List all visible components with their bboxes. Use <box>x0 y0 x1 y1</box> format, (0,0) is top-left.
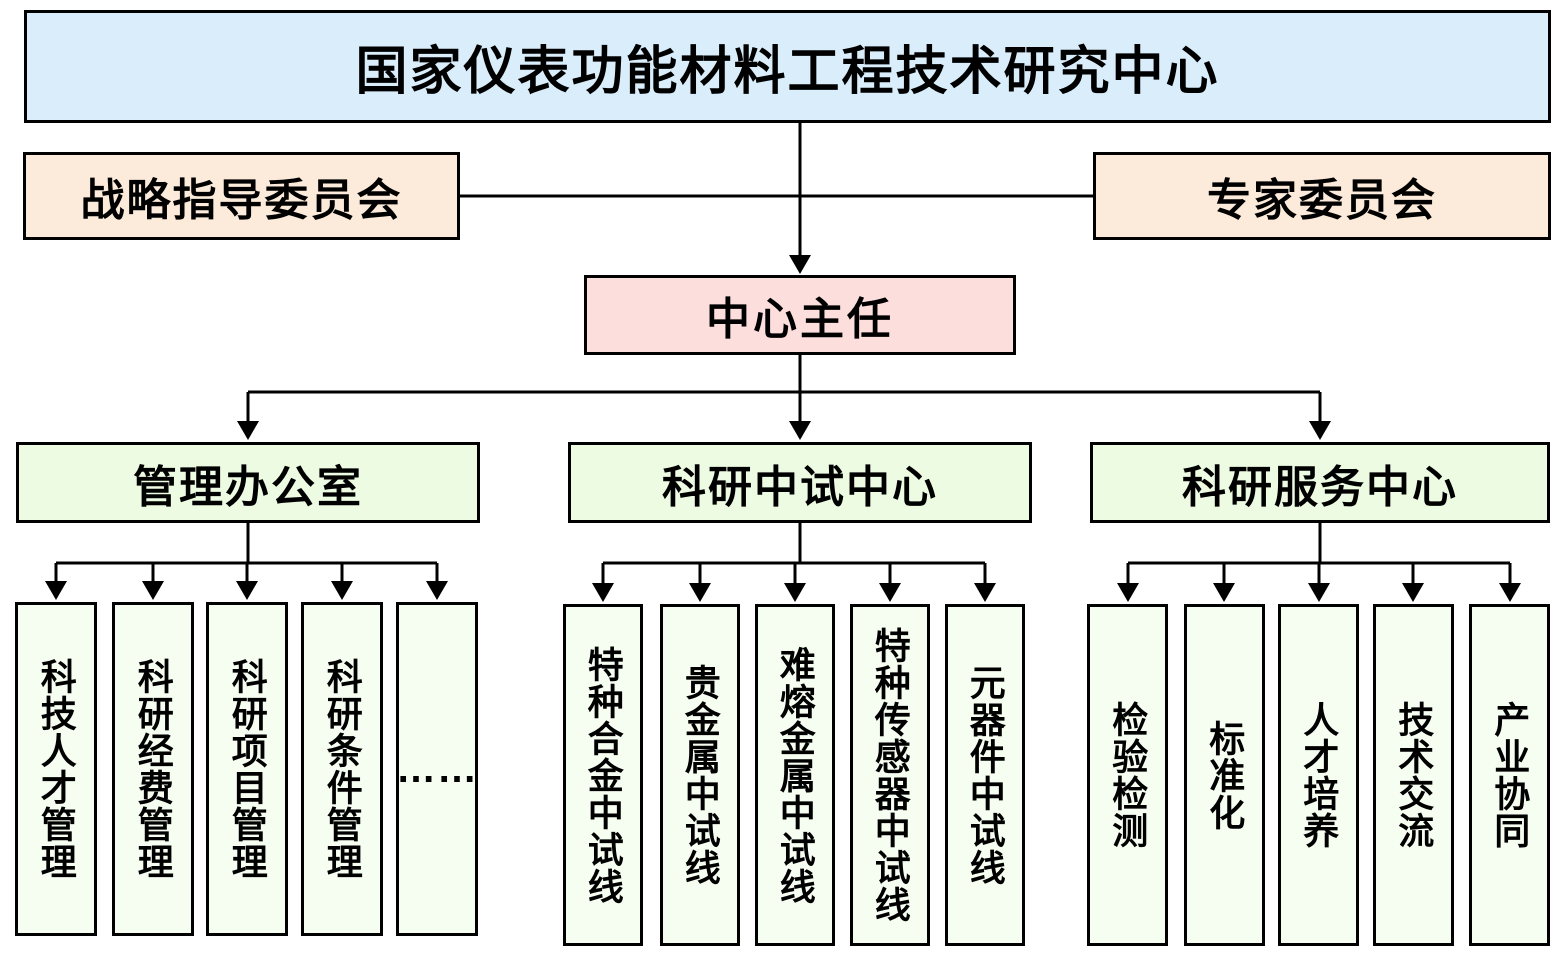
expert-committee-box: 专家委员会 <box>1093 152 1551 240</box>
item-sci-talent-mgmt-label: 科技人才管理 <box>35 658 77 880</box>
item-special-sensor-pilot-line-label: 特种传感器中试线 <box>869 627 911 923</box>
dept-service-center-box: 科研服务中心 <box>1090 442 1550 523</box>
item-precious-metal-pilot-line: 贵金属中试线 <box>660 604 740 946</box>
item-inspection-testing: 检验检测 <box>1087 604 1168 946</box>
root-box: 国家仪表功能材料工程技术研究中心 <box>24 10 1551 123</box>
dept-pilot-center-label: 科研中试中心 <box>662 462 938 512</box>
director-box: 中心主任 <box>584 275 1016 355</box>
item-research-project-mgmt: 科研项目管理 <box>206 602 288 936</box>
item-component-pilot-line-label: 元器件中试线 <box>964 664 1006 886</box>
root-label: 国家仪表功能材料工程技术研究中心 <box>355 43 1220 101</box>
item-standardization: 标准化 <box>1184 604 1265 946</box>
item-standardization-label: 标准化 <box>1204 719 1246 831</box>
dept-admin-office-box: 管理办公室 <box>16 442 480 523</box>
item-tech-exchange-label: 技术交流 <box>1393 701 1435 849</box>
item-talent-training-label: 人才培养 <box>1298 701 1340 849</box>
item-special-sensor-pilot-line: 特种传感器中试线 <box>850 604 930 946</box>
item-research-fund-mgmt: 科研经费管理 <box>112 602 194 936</box>
item-inspection-testing-label: 检验检测 <box>1107 701 1149 849</box>
item-talent-training: 人才培养 <box>1278 604 1359 946</box>
strategic-committee-label: 战略指导委员会 <box>80 176 403 225</box>
item-ellipsis-label: …… <box>396 746 478 791</box>
item-sci-talent-mgmt: 科技人才管理 <box>15 602 97 936</box>
director-label: 中心主任 <box>706 295 894 344</box>
dept-service-center-label: 科研服务中心 <box>1182 462 1458 512</box>
item-research-fund-mgmt-label: 科研经费管理 <box>132 658 174 880</box>
arrowheads <box>45 255 1521 602</box>
item-tech-exchange: 技术交流 <box>1373 604 1454 946</box>
item-research-condition-mgmt-label: 科研条件管理 <box>321 658 363 880</box>
item-ellipsis: …… <box>396 602 478 936</box>
item-refractory-metal-pilot-line-label: 难熔金属中试线 <box>774 645 816 905</box>
item-precious-metal-pilot-line-label: 贵金属中试线 <box>679 664 721 886</box>
item-industry-collaboration: 产业协同 <box>1469 604 1550 946</box>
expert-committee-label: 专家委员会 <box>1207 176 1437 225</box>
item-component-pilot-line: 元器件中试线 <box>945 604 1025 946</box>
dept-pilot-center-box: 科研中试中心 <box>568 442 1032 523</box>
item-industry-collaboration-label: 产业协同 <box>1489 701 1531 849</box>
strategic-committee-box: 战略指导委员会 <box>23 152 460 240</box>
item-research-project-mgmt-label: 科研项目管理 <box>226 658 268 880</box>
item-special-alloy-pilot-line-label: 特种合金中试线 <box>582 645 624 905</box>
dept-admin-office-label: 管理办公室 <box>133 462 363 512</box>
item-special-alloy-pilot-line: 特种合金中试线 <box>563 604 643 946</box>
item-refractory-metal-pilot-line: 难熔金属中试线 <box>755 604 835 946</box>
item-research-condition-mgmt: 科研条件管理 <box>301 602 383 936</box>
